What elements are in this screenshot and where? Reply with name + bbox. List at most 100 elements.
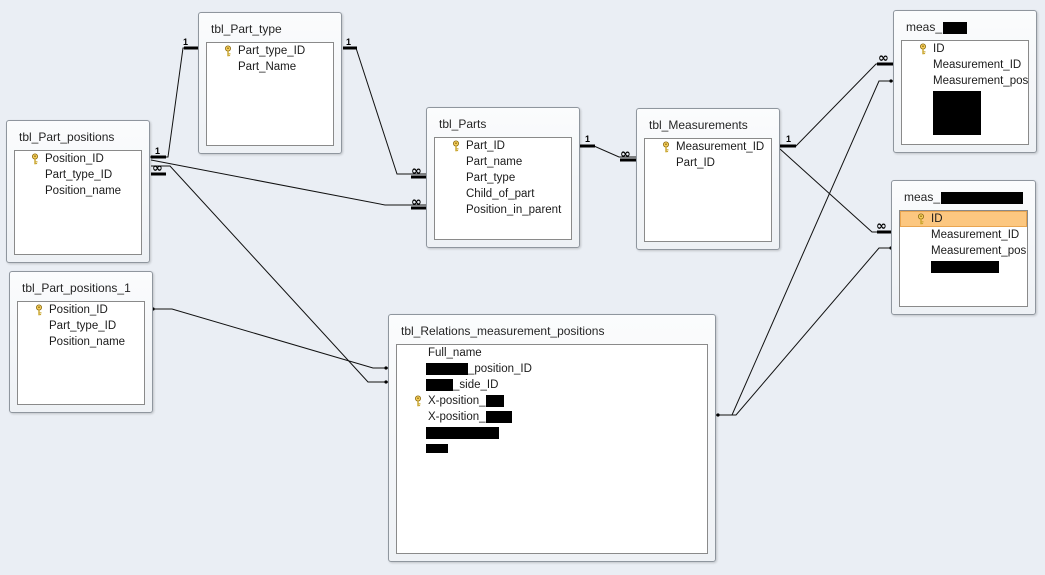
table-tbl-part-type[interactable]: tbl_Part_type Part_type_ID Part_Name <box>198 12 342 154</box>
relation-line <box>343 47 427 175</box>
field-list[interactable]: ID Measurement_ID Measurement_posi <box>899 210 1028 307</box>
field-row[interactable]: Part_type_ID <box>207 43 333 59</box>
table-tbl-part-positions[interactable]: tbl_Part_positions Position_ID Part_type… <box>6 120 150 263</box>
redacted-text <box>426 426 499 439</box>
field-list[interactable]: Measurement_ID Part_ID <box>644 138 772 242</box>
table-title[interactable]: meas_ <box>906 20 968 34</box>
field-row[interactable]: Position_ID <box>18 302 144 318</box>
field-row[interactable]: Position_in_parent <box>435 202 571 218</box>
field-name: Full_name <box>428 347 482 359</box>
table-tbl-parts[interactable]: tbl_Parts Part_ID Part_name Part_type Ch… <box>426 107 580 248</box>
key-icon <box>663 141 669 153</box>
relation-label-many: ∞ <box>152 161 163 176</box>
redacted-text <box>943 21 968 34</box>
field-name: Part_type <box>466 172 516 184</box>
relation-label-many: ∞ <box>876 219 887 234</box>
field-row[interactable]: Position_ID <box>15 151 141 167</box>
field-name: ID <box>931 213 943 225</box>
relation-end-dot <box>384 380 388 384</box>
field-row[interactable]: Measurement_posi <box>900 243 1027 259</box>
table-tbl-measurements[interactable]: tbl_Measurements Measurement_ID Part_ID <box>636 108 780 250</box>
field-row[interactable]: Child_of_part <box>435 186 571 202</box>
redacted-text <box>485 410 512 423</box>
field-list[interactable]: ID Measurement_ID Measurement_posi <box>901 40 1029 145</box>
redacted-text <box>426 362 468 375</box>
field-row[interactable]: Part_Name <box>207 59 333 75</box>
field-row-selected[interactable]: ID <box>900 211 1027 227</box>
field-list[interactable]: Position_ID Part_type_ID Position_name <box>17 301 145 405</box>
field-name: Part_ID <box>676 157 715 169</box>
field-name: _position_ID <box>468 363 532 375</box>
field-row[interactable]: Measurement_ID <box>902 57 1028 73</box>
field-row[interactable]: Part_name <box>435 154 571 170</box>
field-row[interactable]: Measurement_posi <box>902 73 1028 89</box>
field-name: ID <box>933 43 945 55</box>
field-row[interactable]: _side_ID <box>397 377 707 393</box>
relation-end-dot <box>150 155 154 159</box>
table-title[interactable]: meas_ <box>904 190 1024 204</box>
field-name: Part_ID <box>466 140 505 152</box>
field-row[interactable]: Measurement_ID <box>900 227 1027 243</box>
field-name: X-position_ <box>428 411 486 423</box>
field-row[interactable]: Part_ID <box>645 155 771 171</box>
field-row[interactable]: X-position_ <box>397 393 707 409</box>
relation-label-one: 1 <box>346 37 351 47</box>
table-tbl-part-positions-1[interactable]: tbl_Part_positions_1 Position_ID Part_ty… <box>9 271 153 413</box>
relation-line <box>716 247 893 416</box>
key-icon <box>918 213 924 225</box>
key-icon <box>453 140 459 152</box>
field-row[interactable]: Position_name <box>15 183 141 199</box>
field-name: X-position_ <box>428 395 486 407</box>
field-row[interactable]: _position_ID <box>397 361 707 377</box>
field-row[interactable]: Part_type <box>435 170 571 186</box>
relation-line <box>150 159 427 206</box>
field-name: Measurement_posi <box>931 245 1027 257</box>
table-title[interactable]: tbl_Part_positions_1 <box>22 281 131 295</box>
relation-label-one: 1 <box>585 134 590 144</box>
field-name: Measurement_ID <box>931 229 1020 241</box>
relation-label-many: ∞ <box>620 147 631 162</box>
table-title[interactable]: tbl_Part_positions <box>19 130 115 144</box>
table-title[interactable]: tbl_Parts <box>439 117 487 131</box>
field-row[interactable]: ID <box>902 41 1028 57</box>
field-list[interactable]: Full_name _position_ID _side_ID X-positi… <box>396 344 708 554</box>
field-row[interactable] <box>397 441 707 457</box>
relation-line <box>780 63 893 147</box>
table-title-text: meas_ <box>906 20 943 34</box>
field-row[interactable]: Part_ID <box>435 138 571 154</box>
key-icon <box>920 43 926 55</box>
redacted-text <box>426 444 448 454</box>
field-row[interactable]: Position_name <box>18 334 144 350</box>
table-title[interactable]: tbl_Measurements <box>649 118 748 132</box>
field-row[interactable]: Full_name <box>397 345 707 361</box>
relation-label-one: 1 <box>786 134 791 144</box>
redacted-block <box>931 261 999 273</box>
field-name: Part_type_ID <box>238 45 306 57</box>
relation-line <box>151 165 388 383</box>
field-list[interactable]: Part_type_ID Part_Name <box>206 42 334 146</box>
field-name: Part_Name <box>238 61 297 73</box>
redacted-text <box>426 378 453 391</box>
relation-end-dot <box>716 413 720 417</box>
redacted-block <box>933 91 981 135</box>
field-row[interactable] <box>397 425 707 441</box>
field-row[interactable]: Measurement_ID <box>645 139 771 155</box>
field-list[interactable]: Position_ID Part_type_ID Position_name <box>14 150 142 255</box>
key-icon <box>225 45 231 57</box>
table-meas-2[interactable]: meas_ ID Measurement_ID Measurement_posi <box>891 180 1036 315</box>
relation-end-dot <box>889 79 893 83</box>
field-name: Part_type_ID <box>45 169 113 181</box>
field-row[interactable]: Part_type_ID <box>15 167 141 183</box>
table-title[interactable]: tbl_Relations_measurement_positions <box>401 324 605 338</box>
table-tbl-relations-measurement-positions[interactable]: tbl_Relations_measurement_positions Full… <box>388 314 716 562</box>
relation-label-many: ∞ <box>411 164 422 179</box>
field-name: Position_ID <box>49 304 108 316</box>
field-row[interactable]: X-position_ <box>397 409 707 425</box>
field-list[interactable]: Part_ID Part_name Part_type Child_of_par… <box>434 137 572 240</box>
field-name: Child_of_part <box>466 188 535 200</box>
key-icon <box>36 304 42 316</box>
table-title[interactable]: tbl_Part_type <box>211 22 282 36</box>
field-row[interactable]: Part_type_ID <box>18 318 144 334</box>
table-meas-1[interactable]: meas_ ID Measurement_ID Measurement_posi <box>893 10 1037 153</box>
field-name: Position_name <box>45 185 122 197</box>
